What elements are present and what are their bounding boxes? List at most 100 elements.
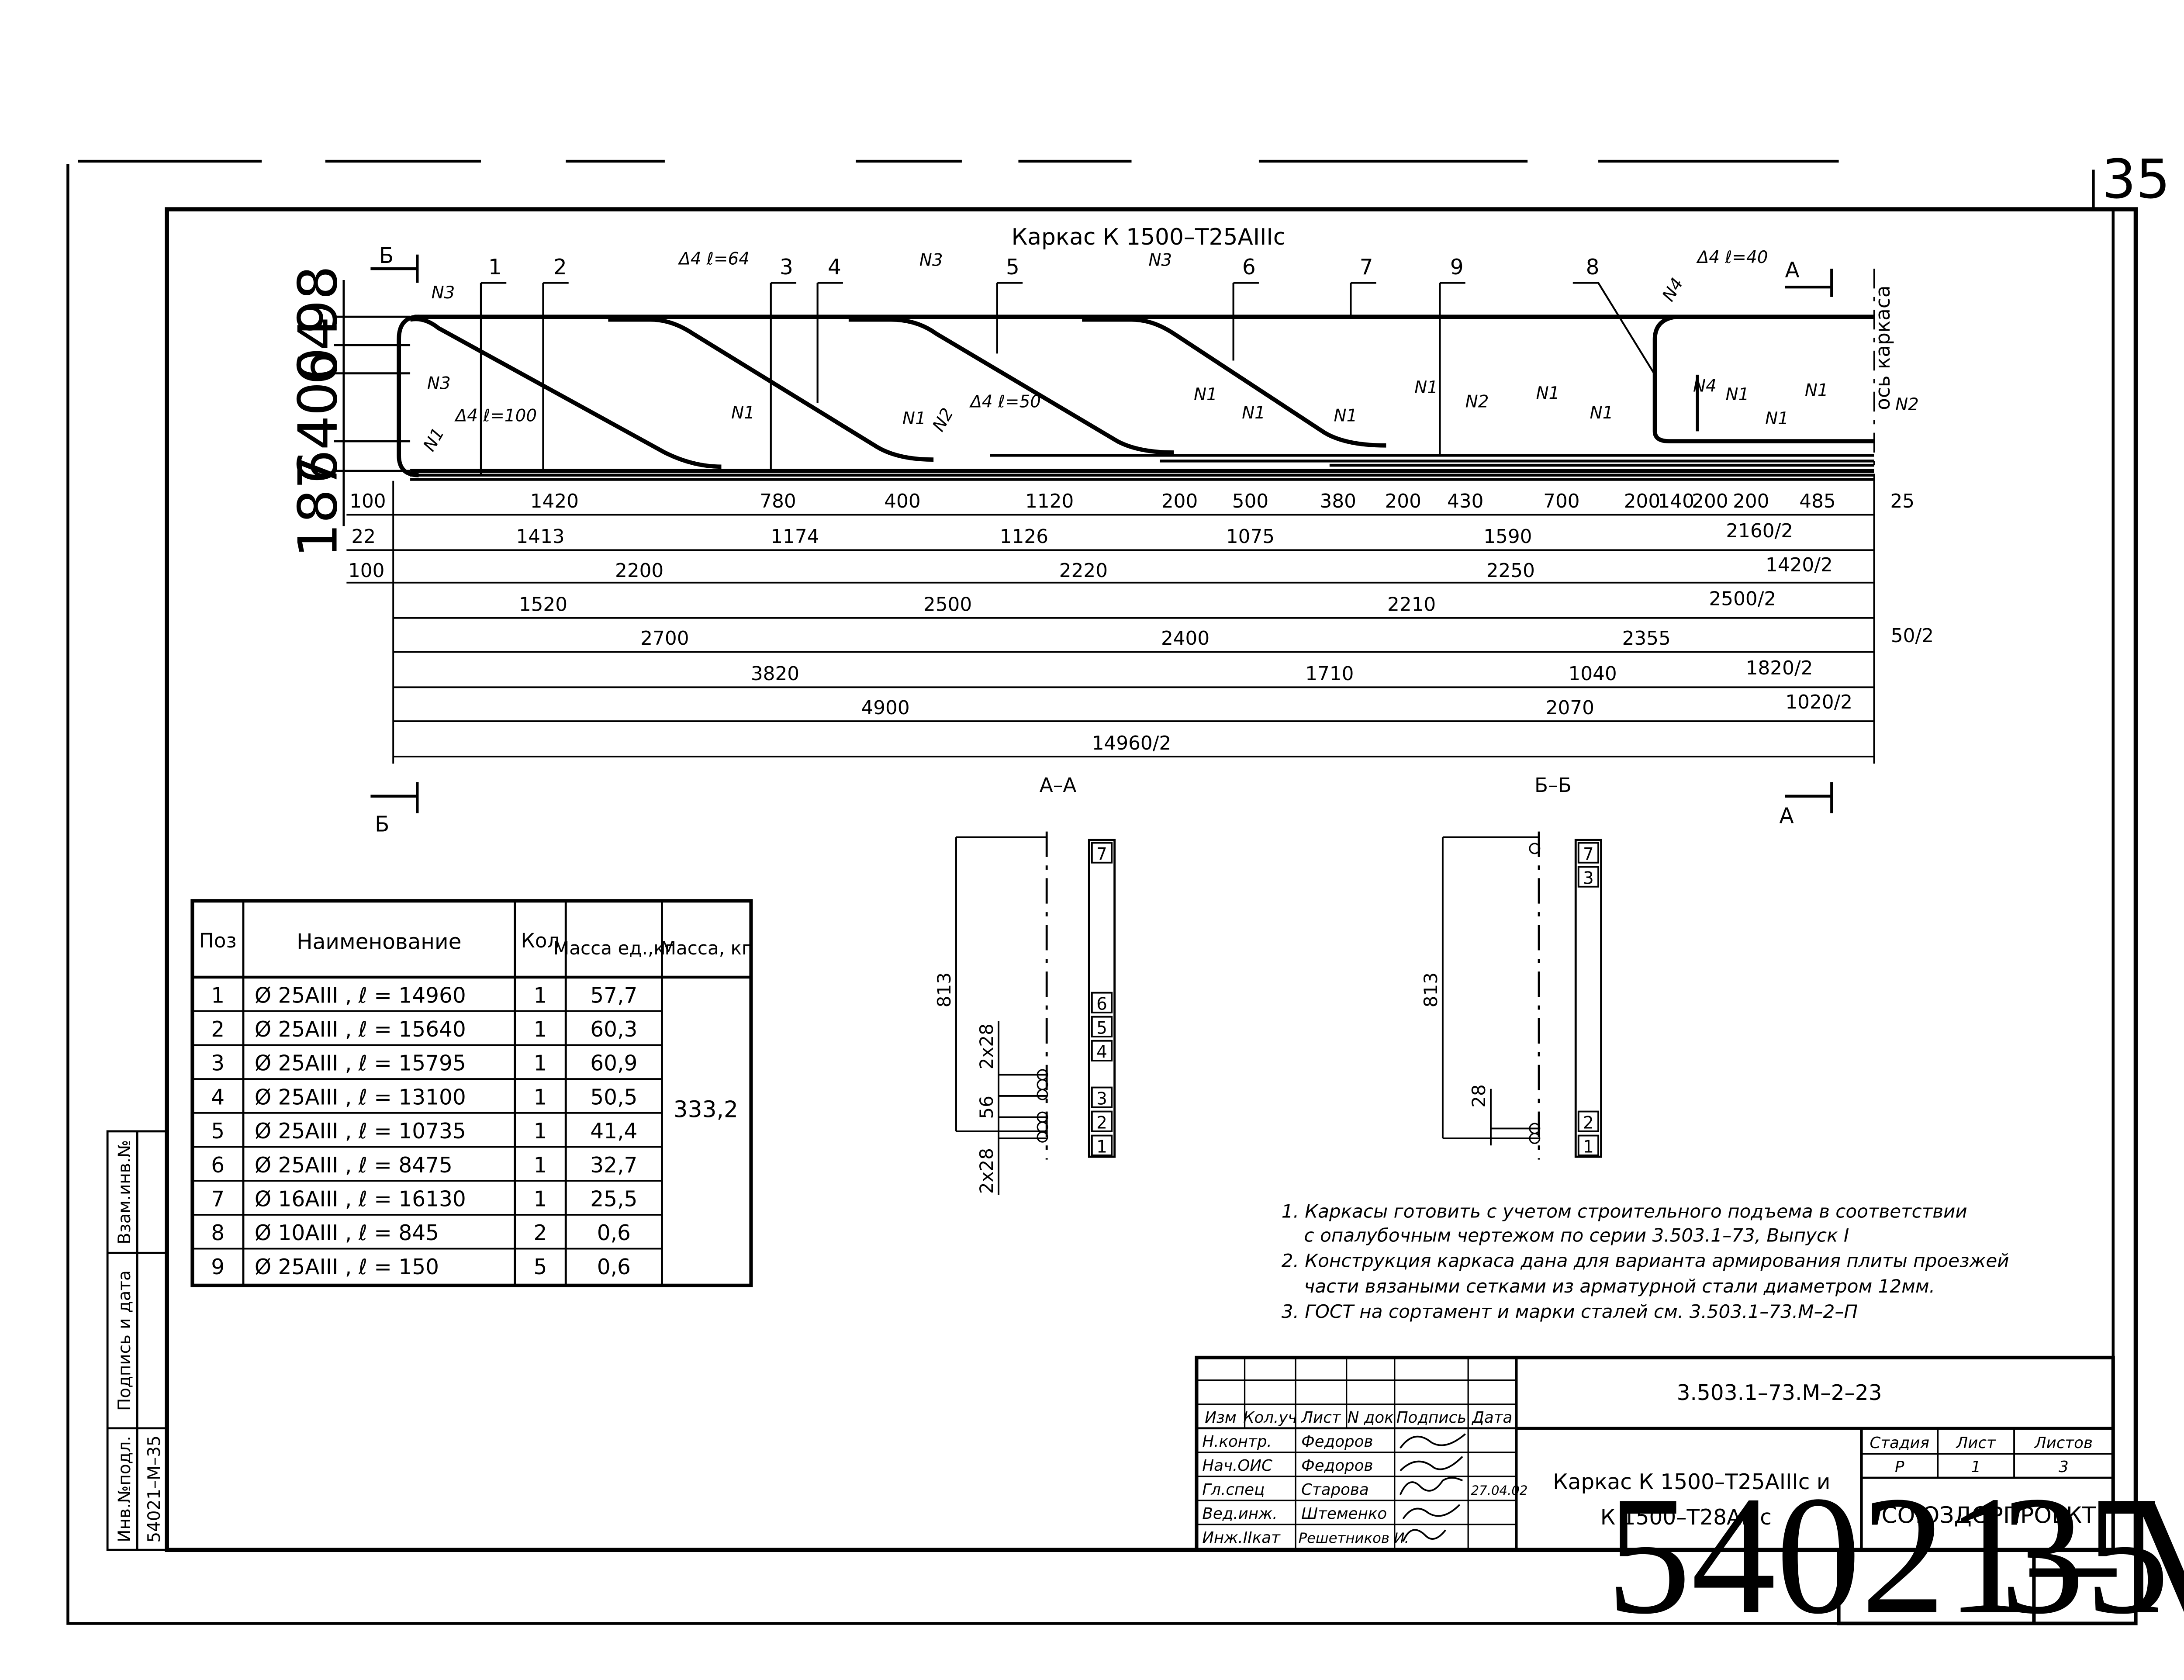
dim-r4-1: 2500 (923, 594, 972, 616)
dim-r2-1: 1413 (516, 525, 564, 548)
tb-role-4: Инж.IIкат (1202, 1529, 1281, 1547)
pos-label-8: 8 (1586, 255, 1600, 280)
weld-n1-b: N1 (902, 409, 926, 429)
tb-name-1: Федоров (1301, 1457, 1373, 1475)
row-pos: 9 (211, 1255, 225, 1279)
row-qty: 1 (534, 1153, 547, 1178)
sheet-frame (66, 164, 2138, 1625)
dim-r7-1: 2070 (1546, 697, 1594, 719)
table-row: 6 Ø 25АIII , ℓ = 8475 1 32,7 (211, 1153, 637, 1178)
weld-n1-d: N1 (1242, 403, 1265, 423)
tb-col-data: Дата (1471, 1409, 1512, 1427)
dim-r2-6: 2160/2 (1726, 520, 1793, 542)
row-mass: 0,6 (597, 1221, 631, 1245)
table-row: 7 Ø 16АIII , ℓ = 16130 1 25,5 (211, 1187, 637, 1211)
tb-org: СОЮЗДОРПРОЕКТ (1881, 1503, 2096, 1529)
dim-r7-0: 4900 (861, 697, 909, 719)
dim-r1-3: 400 (884, 490, 920, 512)
bb-mark-3: 3 (1583, 868, 1594, 888)
aa-height: 813 (933, 972, 955, 1007)
dim-r1-0: 100 (349, 490, 386, 512)
note-line-3: 2. Конструкция каркаса дана для варианта… (1282, 1250, 2009, 1272)
dim-r5-1: 2400 (1161, 627, 1209, 650)
dim-r3-2: 2220 (1059, 560, 1108, 582)
dim-r2-4: 1075 (1226, 525, 1275, 548)
weld-n3-a: N3 (432, 283, 455, 303)
tb-sheet-label: Лист (1956, 1434, 1997, 1452)
pos-label-7: 7 (1360, 255, 1373, 280)
tb-title-line2: К 1500–Т28АIIIс (1600, 1505, 1772, 1530)
weld-n1-k: N1 (1805, 380, 1828, 400)
weld-n2-a: N2 (1465, 392, 1489, 411)
weld-n2-b: N2 (1895, 395, 1919, 415)
row-mass: 50,5 (590, 1085, 637, 1110)
tb-doc-code: 3.503.1–73.М–2–23 (1677, 1381, 1882, 1405)
spec-header-qty: Кол (521, 929, 560, 952)
spec-total: 333,2 (674, 1097, 738, 1123)
aa-mark-7: 7 (1096, 844, 1107, 864)
weld-n3-b: N3 (427, 373, 451, 393)
left-dim-2: 400 (287, 348, 350, 450)
pos-label-4: 4 (828, 255, 841, 280)
dim-r1-8: 200 (1385, 490, 1421, 512)
dim-r6-0: 3820 (751, 663, 799, 685)
title-block (1195, 1355, 2115, 1552)
dim-r2-3: 1126 (1000, 525, 1048, 548)
note-line-2: с опалубочным чертежом по серии 3.503.1–… (1304, 1224, 1849, 1246)
dim-r2-0: 22 (351, 525, 376, 548)
pos-label-1: 1 (488, 255, 502, 280)
note-line-4: части вязаными сетками из арматурной ста… (1304, 1276, 1935, 1297)
row-mass: 0,6 (597, 1255, 631, 1279)
weld-n1-f: N1 (1414, 378, 1438, 398)
stamp-inv-label: Инв.№подл. (115, 1436, 135, 1542)
row-name: Ø 25АIII , ℓ = 13100 (255, 1085, 466, 1110)
weld-n1-a: N1 (731, 403, 755, 423)
dim-r1-2: 780 (760, 490, 796, 512)
weld-n4-b: N4 (1659, 275, 1687, 305)
page-number-top: 35 (2102, 149, 2170, 211)
table-row: 1 Ø 25АIII , ℓ = 14960 1 57,7 (211, 983, 637, 1008)
tb-role-3: Вед.инж. (1202, 1505, 1277, 1523)
tb-sheet: 1 (1971, 1458, 1981, 1476)
section-mark-b-top: Б (379, 244, 394, 268)
dim-r4-3: 2500/2 (1709, 588, 1776, 610)
bb-mark-2: 2 (1583, 1113, 1594, 1133)
row-mass: 25,5 (590, 1187, 637, 1211)
bb-mark-7: 7 (1583, 844, 1594, 864)
row-mass: 60,9 (590, 1051, 637, 1076)
weld-n1-i: N1 (1726, 385, 1749, 404)
row-qty: 1 (534, 983, 547, 1008)
dim-r5-2: 2355 (1622, 627, 1671, 650)
dim-r8-0: 14960/2 (1092, 732, 1171, 754)
weld-n1-c: N1 (1194, 385, 1217, 404)
stamp-inv-value: 54021–М–35 (145, 1435, 164, 1542)
tb-name-2: Старова (1301, 1481, 1369, 1499)
row-name: Ø 16АIII , ℓ = 16130 (255, 1187, 466, 1211)
weld-n2-c: N2 (929, 405, 957, 435)
row-pos: 4 (211, 1085, 225, 1110)
tb-sheets-label: Листов (2034, 1434, 2093, 1452)
dim-r1-11: 200 (1624, 490, 1660, 512)
table-row: 4 Ø 25АIII , ℓ = 13100 1 50,5 (211, 1085, 637, 1110)
tb-role-2: Гл.спец (1202, 1481, 1265, 1499)
archive-page: 35 (2000, 1462, 2170, 1649)
table-row: 2 Ø 25АIII , ℓ = 15640 1 60,3 (211, 1017, 637, 1042)
dim-r6-2: 1040 (1569, 663, 1617, 685)
table-row: 8 Ø 10АIII , ℓ = 845 2 0,6 (211, 1221, 631, 1245)
tb-date-2: 27.04.02 (1471, 1483, 1528, 1498)
row-pos: 7 (211, 1187, 225, 1211)
row-name: Ø 25АIII , ℓ = 15795 (255, 1051, 466, 1076)
tb-col-ndok: N док (1348, 1409, 1394, 1427)
aa-dim-1: 2х28 (976, 1023, 997, 1069)
spec-header-mass-unit: Масса ед.,кг (553, 937, 674, 959)
axis-label: ось каркаса (1871, 285, 1894, 410)
dim-r1-6: 500 (1232, 490, 1268, 512)
stamp-sign-label: Подпись и дата (115, 1270, 135, 1411)
weld-n3-c: N3 (919, 251, 943, 270)
weld-d64: Δ4 ℓ=64 (677, 249, 750, 269)
table-row: 3 Ø 25АIII , ℓ = 15795 1 60,9 (211, 1051, 637, 1076)
bb-height: 813 (1420, 972, 1441, 1007)
dim-r4-2: 2210 (1387, 594, 1436, 616)
weld-n4-a: N4 (1693, 377, 1717, 396)
